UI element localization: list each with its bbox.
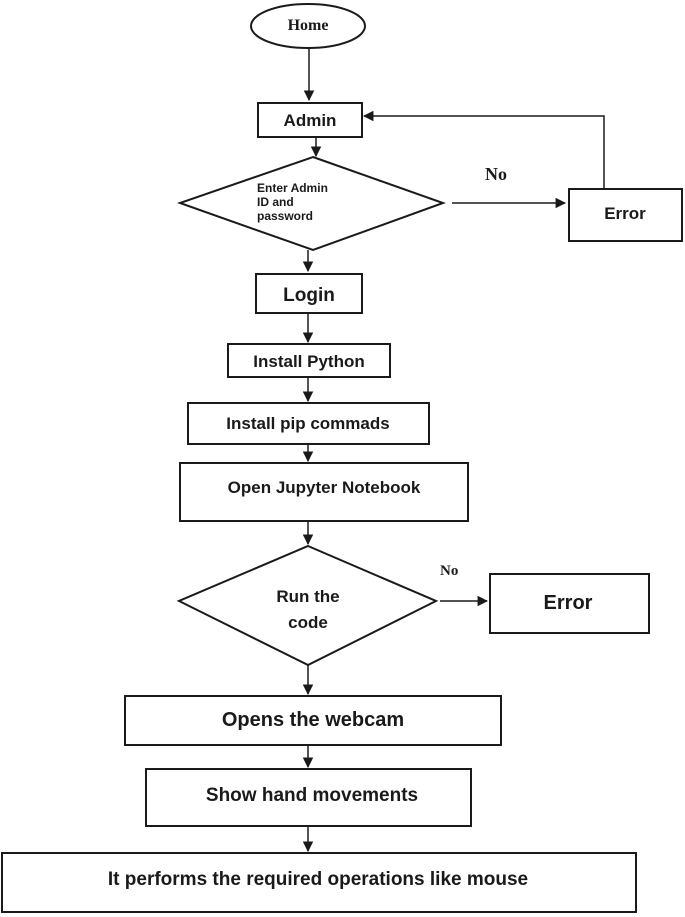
node-error-2-label: Error <box>544 592 593 614</box>
node-login: Login <box>255 273 363 314</box>
node-show-hand-label: Show hand movements <box>206 785 418 806</box>
node-admin-label: Admin <box>284 111 337 130</box>
node-open-jupyter-label: Open Jupyter Notebook <box>228 478 421 497</box>
node-install-python: Install Python <box>227 343 391 378</box>
node-enter-admin-line-2: ID and <box>257 195 294 209</box>
node-enter-admin: Enter Admin ID and password <box>176 155 446 252</box>
node-run-code-line-1: Run the <box>276 587 339 606</box>
node-login-label: Login <box>283 285 335 306</box>
node-error-1-label: Error <box>604 204 646 223</box>
node-performs-ops: It performs the required operations like… <box>1 852 637 913</box>
node-open-jupyter: Open Jupyter Notebook <box>179 462 469 522</box>
node-home: Home <box>250 3 366 49</box>
arrow-error-admin <box>362 110 605 188</box>
connector-lines <box>302 48 605 853</box>
node-enter-admin-line-3: password <box>257 209 313 223</box>
node-install-pip-label: Install pip commads <box>226 414 389 433</box>
node-run-code: Run the code <box>176 544 439 667</box>
node-performs-ops-label: It performs the required operations like… <box>108 869 528 890</box>
node-install-pip: Install pip commads <box>187 402 430 445</box>
node-install-python-label: Install Python <box>253 352 364 371</box>
node-error-2: Error <box>489 573 650 634</box>
node-opens-webcam: Opens the webcam <box>124 695 502 746</box>
node-run-code-line-2: code <box>288 613 328 632</box>
node-enter-admin-line-1: Enter Admin <box>257 181 328 195</box>
node-home-label: Home <box>288 17 329 34</box>
edge-label-no-1: No <box>485 164 507 184</box>
edge-label-no-2: No <box>440 563 458 579</box>
node-admin: Admin <box>257 102 363 138</box>
node-error-1: Error <box>568 188 683 242</box>
node-show-hand: Show hand movements <box>145 768 472 827</box>
node-opens-webcam-label: Opens the webcam <box>222 709 404 731</box>
